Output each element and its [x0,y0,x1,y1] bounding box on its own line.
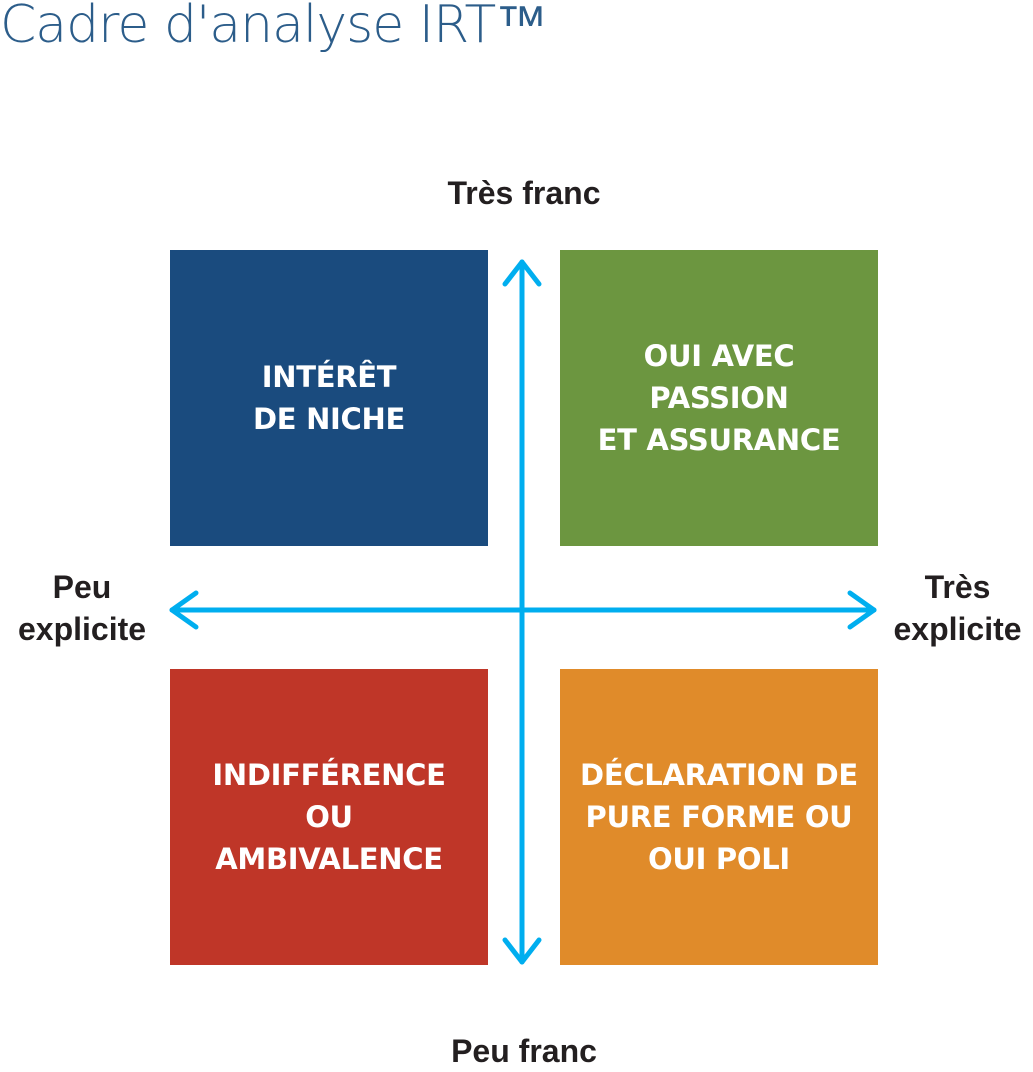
axis-label-left: Peu explicite [17,569,147,647]
quadrant-bottom-left-label: INDIFFÉRENCE OU AMBIVALENCE [212,758,446,876]
arrow-left-icon [169,590,199,630]
page-title: Cadre d'analyse IRT™ [0,0,547,55]
quadrant-bottom-right: DÉCLARATION DE PURE FORME OU OUI POLI [560,669,878,965]
quadrant-top-right-label: OUI AVEC PASSION ET ASSURANCE [597,339,841,457]
arrow-down-icon [502,937,542,965]
quadrant-bottom-left: INDIFFÉRENCE OU AMBIVALENCE [170,669,488,965]
quadrant-bottom-right-label: DÉCLARATION DE PURE FORME OU OUI POLI [580,758,858,876]
quadrant-top-right: OUI AVEC PASSION ET ASSURANCE [560,250,878,546]
quadrant-top-left-label: INTÉRÊT DE NICHE [252,360,405,436]
quadrant-top-left: INTÉRÊT DE NICHE [170,250,488,546]
arrow-up-icon [502,259,542,287]
axis-label-right: Très explicite [893,569,1022,647]
arrow-right-icon [847,590,877,630]
axis-lines [169,259,877,965]
axis-label-top: Très franc [447,175,601,211]
